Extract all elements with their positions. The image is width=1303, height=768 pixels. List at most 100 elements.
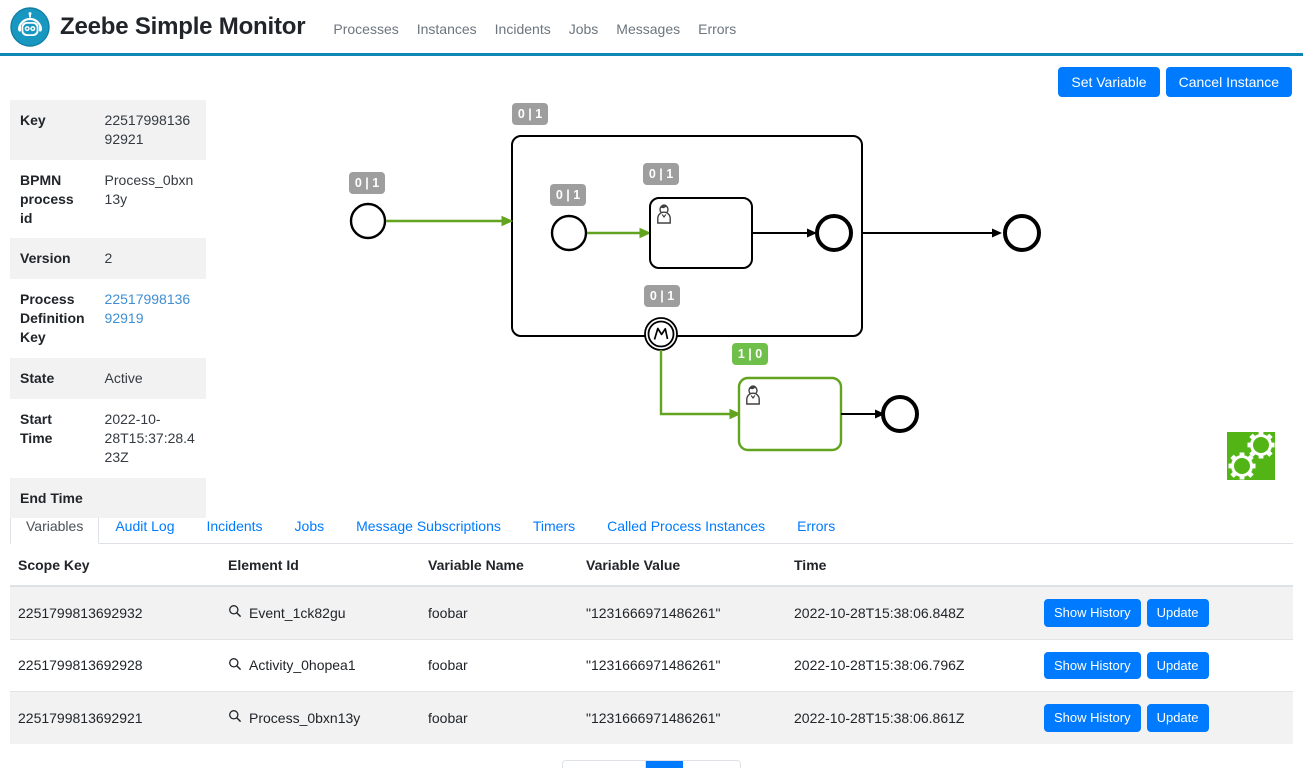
user-task-badge-text: 0 | 1: [649, 167, 673, 181]
cell-scope-key: 2251799813692932: [10, 585, 220, 640]
sequence-flow-usertask-to-innerend-arrow: [807, 228, 817, 238]
pagination-previous[interactable]: Previous: [562, 760, 647, 768]
detail-tabs: Variables Audit Log Incidents Jobs Messa…: [10, 508, 1293, 544]
tab-variables[interactable]: Variables: [10, 508, 100, 544]
cancel-instance-button[interactable]: Cancel Instance: [1165, 66, 1292, 98]
column-header-element-id: Element Id: [220, 544, 420, 587]
user-task-person-icon: [657, 204, 671, 224]
instance-action-bar: Set Variable Cancel Instance: [0, 56, 1303, 100]
error-user-task-badge-text: 1 | 0: [738, 347, 762, 361]
variables-table-header-row: Scope Key Element Id Variable Name Varia…: [10, 544, 1293, 587]
variables-table: Scope Key Element Id Variable Name Varia…: [10, 544, 1293, 744]
cell-variable-name: foobar: [420, 585, 578, 640]
end-event-shape: [1003, 214, 1041, 252]
element-id-text: Activity_0hopea1: [249, 657, 356, 674]
set-variable-button[interactable]: Set Variable: [1058, 66, 1160, 98]
cell-variable-value: "1231666971486261": [578, 638, 786, 692]
column-header-time: Time: [786, 544, 1036, 587]
show-history-button[interactable]: Show History: [1044, 651, 1141, 680]
detail-value-start-time: 2022-10-28T15:37:28.423Z: [104, 410, 195, 465]
tab-incidents[interactable]: Incidents: [206, 518, 263, 534]
magnifier-icon[interactable]: [228, 709, 242, 726]
cell-actions: Show History Update: [1044, 599, 1285, 627]
detail-row-key: Key 2251799813692921: [10, 100, 206, 160]
bpmn-diagram-canvas[interactable]: 0 | 1 0 | 1 0 | 1 0 | 1 0 | 1: [216, 100, 1303, 504]
table-row: 2251799813692928 Activity_0hopea1 foobar…: [10, 638, 1293, 692]
variables-table-container: Scope Key Element Id Variable Name Varia…: [0, 544, 1303, 768]
inner-end-event-shape: [815, 214, 853, 252]
cell-element-id: Process_0bxn13y: [228, 709, 412, 726]
tab-called-process-instances[interactable]: Called Process Instances: [607, 518, 766, 534]
nav-link-errors[interactable]: Errors: [698, 20, 737, 37]
update-button[interactable]: Update: [1146, 599, 1209, 627]
magnifier-icon[interactable]: [228, 657, 242, 674]
subprocess-badge[interactable]: 0 | 1: [512, 103, 548, 125]
detail-value-state: Active: [104, 370, 143, 387]
boundary-error-event-symbol: [653, 327, 669, 340]
sequence-flow-inner-start-to-usertask-arrow: [639, 227, 652, 239]
sequence-flow-boundary-to-errortask: [659, 350, 734, 416]
nav-link-incidents[interactable]: Incidents: [494, 20, 551, 37]
main-nav: Processes Instances Incidents Jobs Messa…: [333, 17, 736, 37]
cell-time: 2022-10-28T15:38:06.861Z: [786, 691, 1036, 744]
error-user-task-badge[interactable]: 1 | 0: [732, 343, 768, 365]
start-event-badge[interactable]: 0 | 1: [349, 172, 385, 194]
detail-value-version: 2: [104, 250, 113, 267]
pagination-next[interactable]: Next: [683, 760, 741, 768]
detail-label-start-time: Start Time: [20, 410, 53, 446]
pagination-page-1[interactable]: 1: [646, 760, 684, 768]
detail-label-process-definition-key: Process Definition Key: [20, 291, 85, 346]
detail-value-key: 2251799813692921: [104, 112, 191, 147]
pagination-container: Previous 1 Next: [10, 744, 1293, 768]
instance-detail-table: Key 2251799813692921 BPMN process id Pro…: [10, 100, 206, 519]
nav-link-instances[interactable]: Instances: [416, 20, 477, 37]
cell-scope-key: 2251799813692928: [10, 638, 220, 692]
nav-link-messages[interactable]: Messages: [616, 20, 681, 37]
column-header-scope-key: Scope Key: [10, 544, 220, 587]
boundary-event-inner-circle: [647, 320, 675, 348]
top-navbar: Zeebe Simple Monitor Processes Instances…: [0, 0, 1303, 56]
user-task-badge[interactable]: 0 | 1: [643, 163, 679, 185]
tab-errors[interactable]: Errors: [797, 518, 836, 534]
cell-element-id: Event_1ck82gu: [228, 604, 412, 621]
cell-variable-value: "1231666971486261": [578, 691, 786, 744]
detail-label-state: State: [20, 370, 55, 387]
detail-row-version: Version 2: [10, 238, 206, 280]
variables-table-body: 2251799813692932 Event_1ck82gu foobar "1…: [10, 585, 1293, 744]
variables-table-head: Scope Key Element Id Variable Name Varia…: [10, 544, 1293, 587]
update-button[interactable]: Update: [1146, 704, 1209, 732]
zeebe-robot-icon: [10, 6, 50, 47]
nav-link-processes[interactable]: Processes: [333, 20, 399, 37]
bpmn-diagram-svg[interactable]: 0 | 1 0 | 1 0 | 1 0 | 1 0 | 1: [216, 100, 1303, 504]
update-button[interactable]: Update: [1146, 651, 1209, 680]
magnifier-icon[interactable]: [228, 604, 242, 621]
cell-scope-key: 2251799813692921: [10, 691, 220, 744]
tab-audit-log[interactable]: Audit Log: [115, 518, 175, 534]
detail-value-bpmn-process-id: Process_0bxn13y: [104, 171, 194, 207]
error-end-event-shape: [881, 395, 919, 433]
detail-label-key: Key: [20, 112, 46, 128]
detail-label-version: Version: [20, 250, 71, 267]
show-history-button[interactable]: Show History: [1044, 704, 1141, 732]
column-header-actions: [1036, 544, 1293, 587]
boundary-event-badge[interactable]: 0 | 1: [644, 285, 680, 307]
inner-start-event-badge[interactable]: 0 | 1: [550, 184, 586, 206]
nav-link-jobs[interactable]: Jobs: [568, 20, 599, 37]
cell-variable-value: "1231666971486261": [578, 585, 786, 640]
tab-timers[interactable]: Timers: [532, 518, 576, 534]
column-header-variable-value: Variable Value: [578, 544, 786, 587]
cell-actions: Show History Update: [1044, 651, 1285, 680]
element-id-text: Process_0bxn13y: [249, 709, 361, 726]
instance-overview: Key 2251799813692921 BPMN process id Pro…: [0, 100, 1303, 519]
error-user-task-person-icon: [746, 385, 760, 405]
brand-link[interactable]: Zeebe Simple Monitor: [10, 6, 306, 47]
tab-jobs[interactable]: Jobs: [294, 518, 325, 534]
detail-row-end-time: End Time: [10, 477, 206, 519]
cell-time: 2022-10-28T15:38:06.796Z: [786, 638, 1036, 692]
show-history-button[interactable]: Show History: [1044, 599, 1141, 627]
process-definition-key-link[interactable]: 2251799813692919: [104, 291, 191, 327]
tab-message-subscriptions[interactable]: Message Subscriptions: [356, 518, 501, 534]
cell-variable-name: foobar: [420, 638, 578, 692]
subprocess-badge-text: 0 | 1: [518, 107, 542, 121]
bpmn-io-gears-icon[interactable]: [1223, 428, 1279, 487]
